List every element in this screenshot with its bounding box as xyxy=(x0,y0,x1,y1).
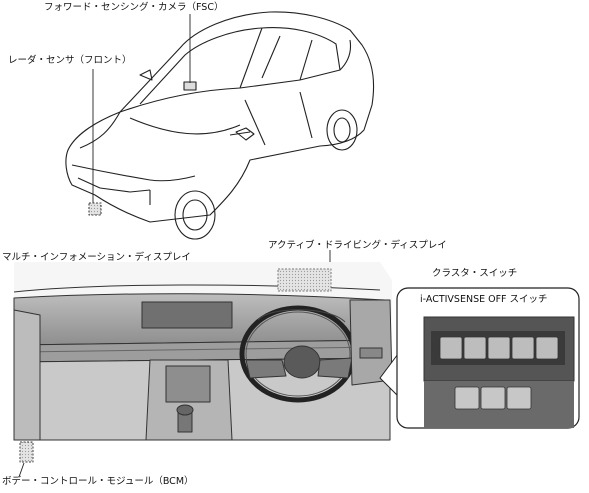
label-multi-information-display: マルチ・インフォメーション・ディスプレイ xyxy=(2,252,191,263)
label-cluster-switch: クラスタ・スイッチ xyxy=(432,268,518,279)
dashboard-illustration xyxy=(13,262,393,463)
label-i-activsense-off-switch: i-ACTIVSENSE OFF スイッチ xyxy=(420,294,548,305)
label-active-driving-display: アクティブ・ドライビング・ディスプレイ xyxy=(268,240,447,251)
label-fsc: フォワード・センシング・カメラ（FSC） xyxy=(44,2,224,13)
cluster-switch-detail xyxy=(396,287,580,429)
car-illustration xyxy=(65,11,375,240)
label-radar-sensor-front: レーダ・センサ（フロント） xyxy=(8,55,132,66)
label-body-control-module: ボデー・コントロール・モジュール（BCM） xyxy=(2,476,194,487)
